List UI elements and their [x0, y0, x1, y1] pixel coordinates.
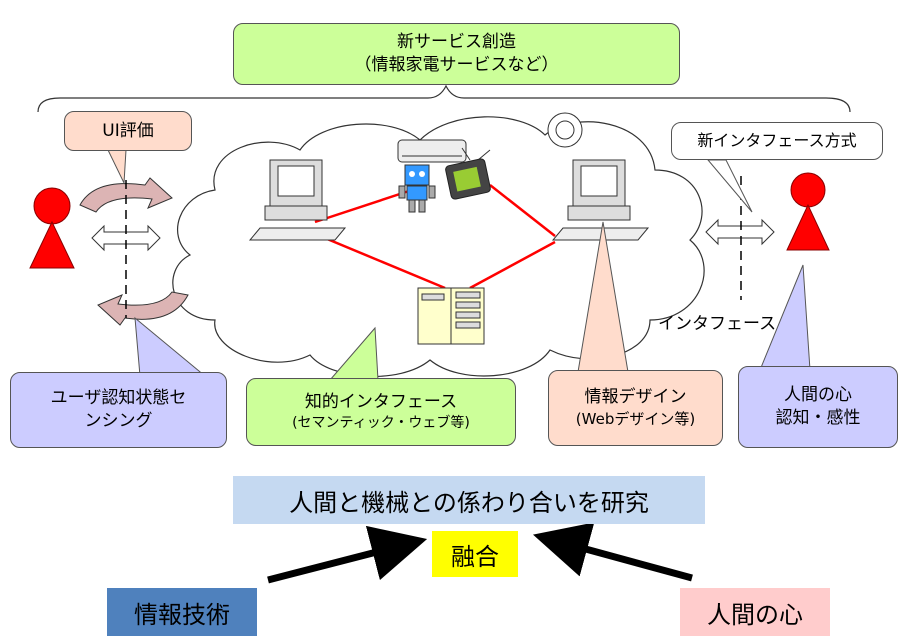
- info-design-line1: 情報デザイン: [584, 387, 687, 408]
- info-design-line2: (Webデザイン等): [575, 410, 696, 429]
- info-design-box: 情報デザイン (Webデザイン等): [548, 370, 723, 446]
- human-mind-line2: 認知・感性: [775, 408, 861, 428]
- sensing-line2: ンシング: [84, 411, 153, 431]
- double-arrow-left-icon: [91, 224, 161, 252]
- human-mind-line1: 人間の心: [784, 385, 852, 406]
- sensing-line1: ユーザ認知状態セ: [50, 388, 187, 409]
- server-icon: [417, 287, 485, 345]
- new-interface-label: 新インタフェース方式: [697, 131, 857, 151]
- computer-right-icon: [551, 159, 650, 241]
- person-left-icon: [29, 187, 75, 269]
- research-banner: 人間と機械との係わり合いを研究: [233, 476, 705, 524]
- intelligent-line2: (セマンティック・ウェブ等): [292, 415, 470, 432]
- person-right-icon: [786, 172, 830, 251]
- intelligent-line1: 知的インタフェース: [304, 392, 458, 413]
- info-tech-label: 情報技術: [107, 588, 257, 636]
- double-arrow-right-icon: [705, 218, 775, 246]
- computer-left-icon: [248, 159, 347, 241]
- human-mind-box: 人間の心 認知・感性: [738, 366, 898, 448]
- arrow-info-tech-to-fusion: [267, 525, 428, 584]
- callout-tail-new-interface: [706, 159, 753, 213]
- callout-tail-sensing: [134, 316, 207, 377]
- brace-line: [37, 84, 851, 113]
- new-service-box: 新サービス創造 （情報家電サービスなど）: [233, 23, 680, 85]
- interface-label: インタフェース: [658, 314, 777, 334]
- human-heart-label: 人間の心: [680, 588, 830, 636]
- intelligent-interface-box: 知的インタフェース (セマンティック・ウェブ等): [246, 378, 516, 446]
- television-icon: [445, 147, 491, 200]
- air-conditioner-icon: [397, 139, 467, 163]
- sensing-box: ユーザ認知状態セ ンシング: [10, 372, 227, 448]
- callout-tail-ui-eval: [107, 149, 127, 185]
- new-interface-box: 新インタフェース方式: [671, 122, 883, 160]
- new-service-title: 新サービス創造: [397, 32, 516, 53]
- feedback-arrows-icon: [79, 177, 189, 326]
- new-service-subtitle: （情報家電サービスなど）: [354, 55, 559, 75]
- ui-eval-box: UI評価: [64, 111, 192, 151]
- fusion-label: 融合: [432, 531, 518, 577]
- arrow-heart-to-fusion: [532, 522, 693, 582]
- ui-eval-label: UI評価: [102, 120, 154, 141]
- network-lines: [314, 184, 556, 290]
- robot-icon: [398, 164, 436, 213]
